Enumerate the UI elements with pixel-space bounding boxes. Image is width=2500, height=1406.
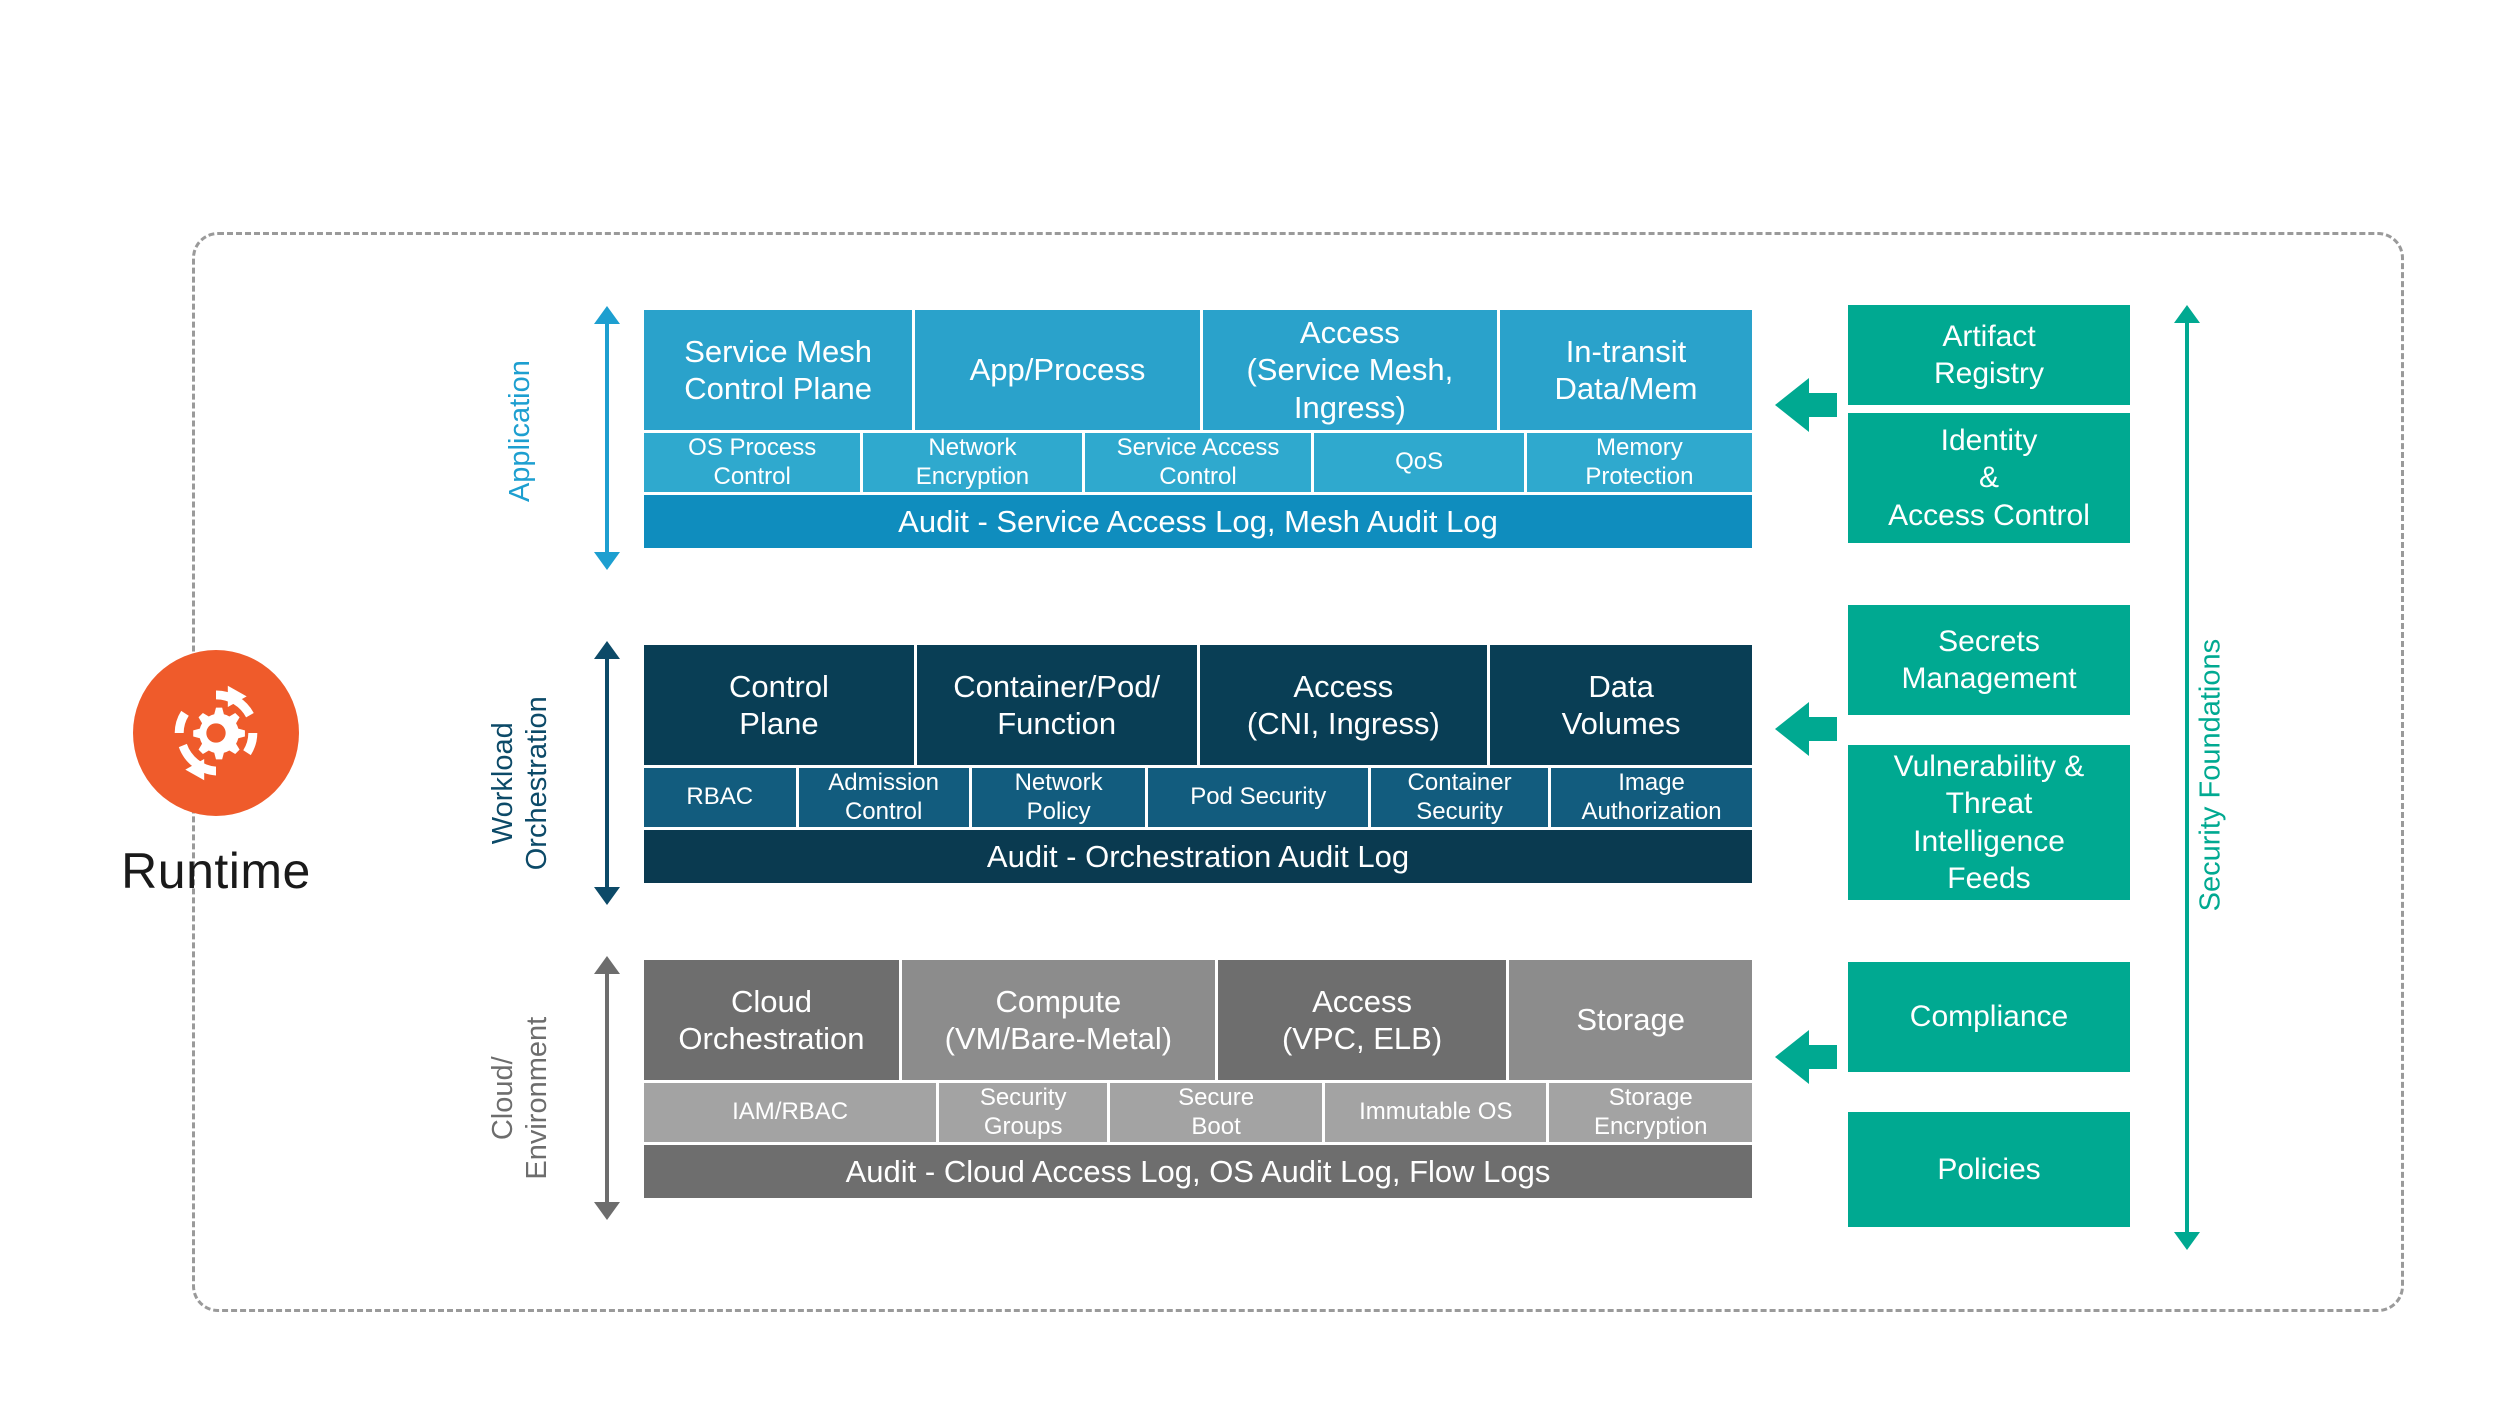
layer-cell[interactable]: Access(Service Mesh,Ingress) xyxy=(1202,310,1500,430)
layer-audit-bar[interactable]: Audit - Service Access Log, Mesh Audit L… xyxy=(644,492,1752,548)
layer-cell[interactable]: Storage xyxy=(1509,960,1752,1080)
arrow-tail xyxy=(1801,393,1837,417)
axis-shaft xyxy=(605,970,609,1206)
layer-subcell[interactable]: RBAC xyxy=(644,768,799,827)
axis-label-security-foundations: Security Foundations xyxy=(2193,638,2226,911)
layer-subcell[interactable]: IAM/RBAC xyxy=(644,1083,940,1142)
arrow-tail xyxy=(1801,717,1837,741)
axis-arrow-security-foundations xyxy=(2174,305,2200,1250)
axis-arrowhead-up xyxy=(594,641,620,659)
axis-arrowhead-down xyxy=(594,887,620,905)
layer-cell[interactable]: Access(CNI, Ingress) xyxy=(1199,645,1491,765)
layer-cell[interactable]: Access(VPC, ELB) xyxy=(1217,960,1510,1080)
arrow-tail xyxy=(1801,1045,1837,1069)
layer-subcell[interactable]: Immutable OS xyxy=(1325,1083,1550,1142)
runtime-badge: Runtime xyxy=(100,650,332,900)
axis-arrowhead-up xyxy=(594,306,620,324)
axis-arrow-workload-orchestration xyxy=(594,641,620,905)
foundation-box[interactable]: Compliance xyxy=(1848,962,2130,1072)
layer-subcell[interactable]: Pod Security xyxy=(1148,768,1372,827)
axis-arrow-application xyxy=(594,306,620,570)
layer-audit-bar[interactable]: Audit - Cloud Access Log, OS Audit Log, … xyxy=(644,1142,1752,1198)
axis-shaft xyxy=(605,320,609,556)
layer-cell[interactable]: App/Process xyxy=(915,310,1203,430)
layer-subcell[interactable]: QoS xyxy=(1314,433,1527,492)
axis-arrow-cloud-environment xyxy=(594,956,620,1220)
foundation-box[interactable]: Policies xyxy=(1848,1112,2130,1227)
axis-arrowhead-down xyxy=(594,552,620,570)
axis-shaft xyxy=(2185,319,2189,1236)
axis-label-application: Application xyxy=(503,360,536,503)
axis-arrowhead-down xyxy=(594,1202,620,1220)
axis-label-cloud-environment: Cloud/Environment xyxy=(486,1016,553,1180)
layer-cell[interactable]: Container/Pod/Function xyxy=(916,645,1200,765)
layer-cell[interactable]: Compute(VM/Bare-Metal) xyxy=(901,960,1218,1080)
runtime-gear-refresh-cycle-icon xyxy=(133,650,299,816)
axis-shaft xyxy=(605,655,609,891)
layer-audit-bar[interactable]: Audit - Orchestration Audit Log xyxy=(644,827,1752,883)
axis-arrowhead-up xyxy=(2174,305,2200,323)
axis-arrowhead-up xyxy=(594,956,620,974)
runtime-label: Runtime xyxy=(121,843,311,899)
axis-arrowhead-down xyxy=(2174,1232,2200,1250)
foundations-to-orchestration-arrow xyxy=(1775,702,1837,756)
foundations-to-cloud-arrow xyxy=(1775,1030,1837,1084)
foundations-to-application-arrow xyxy=(1775,378,1837,432)
foundation-box[interactable]: Identity&Access Control xyxy=(1848,413,2130,543)
